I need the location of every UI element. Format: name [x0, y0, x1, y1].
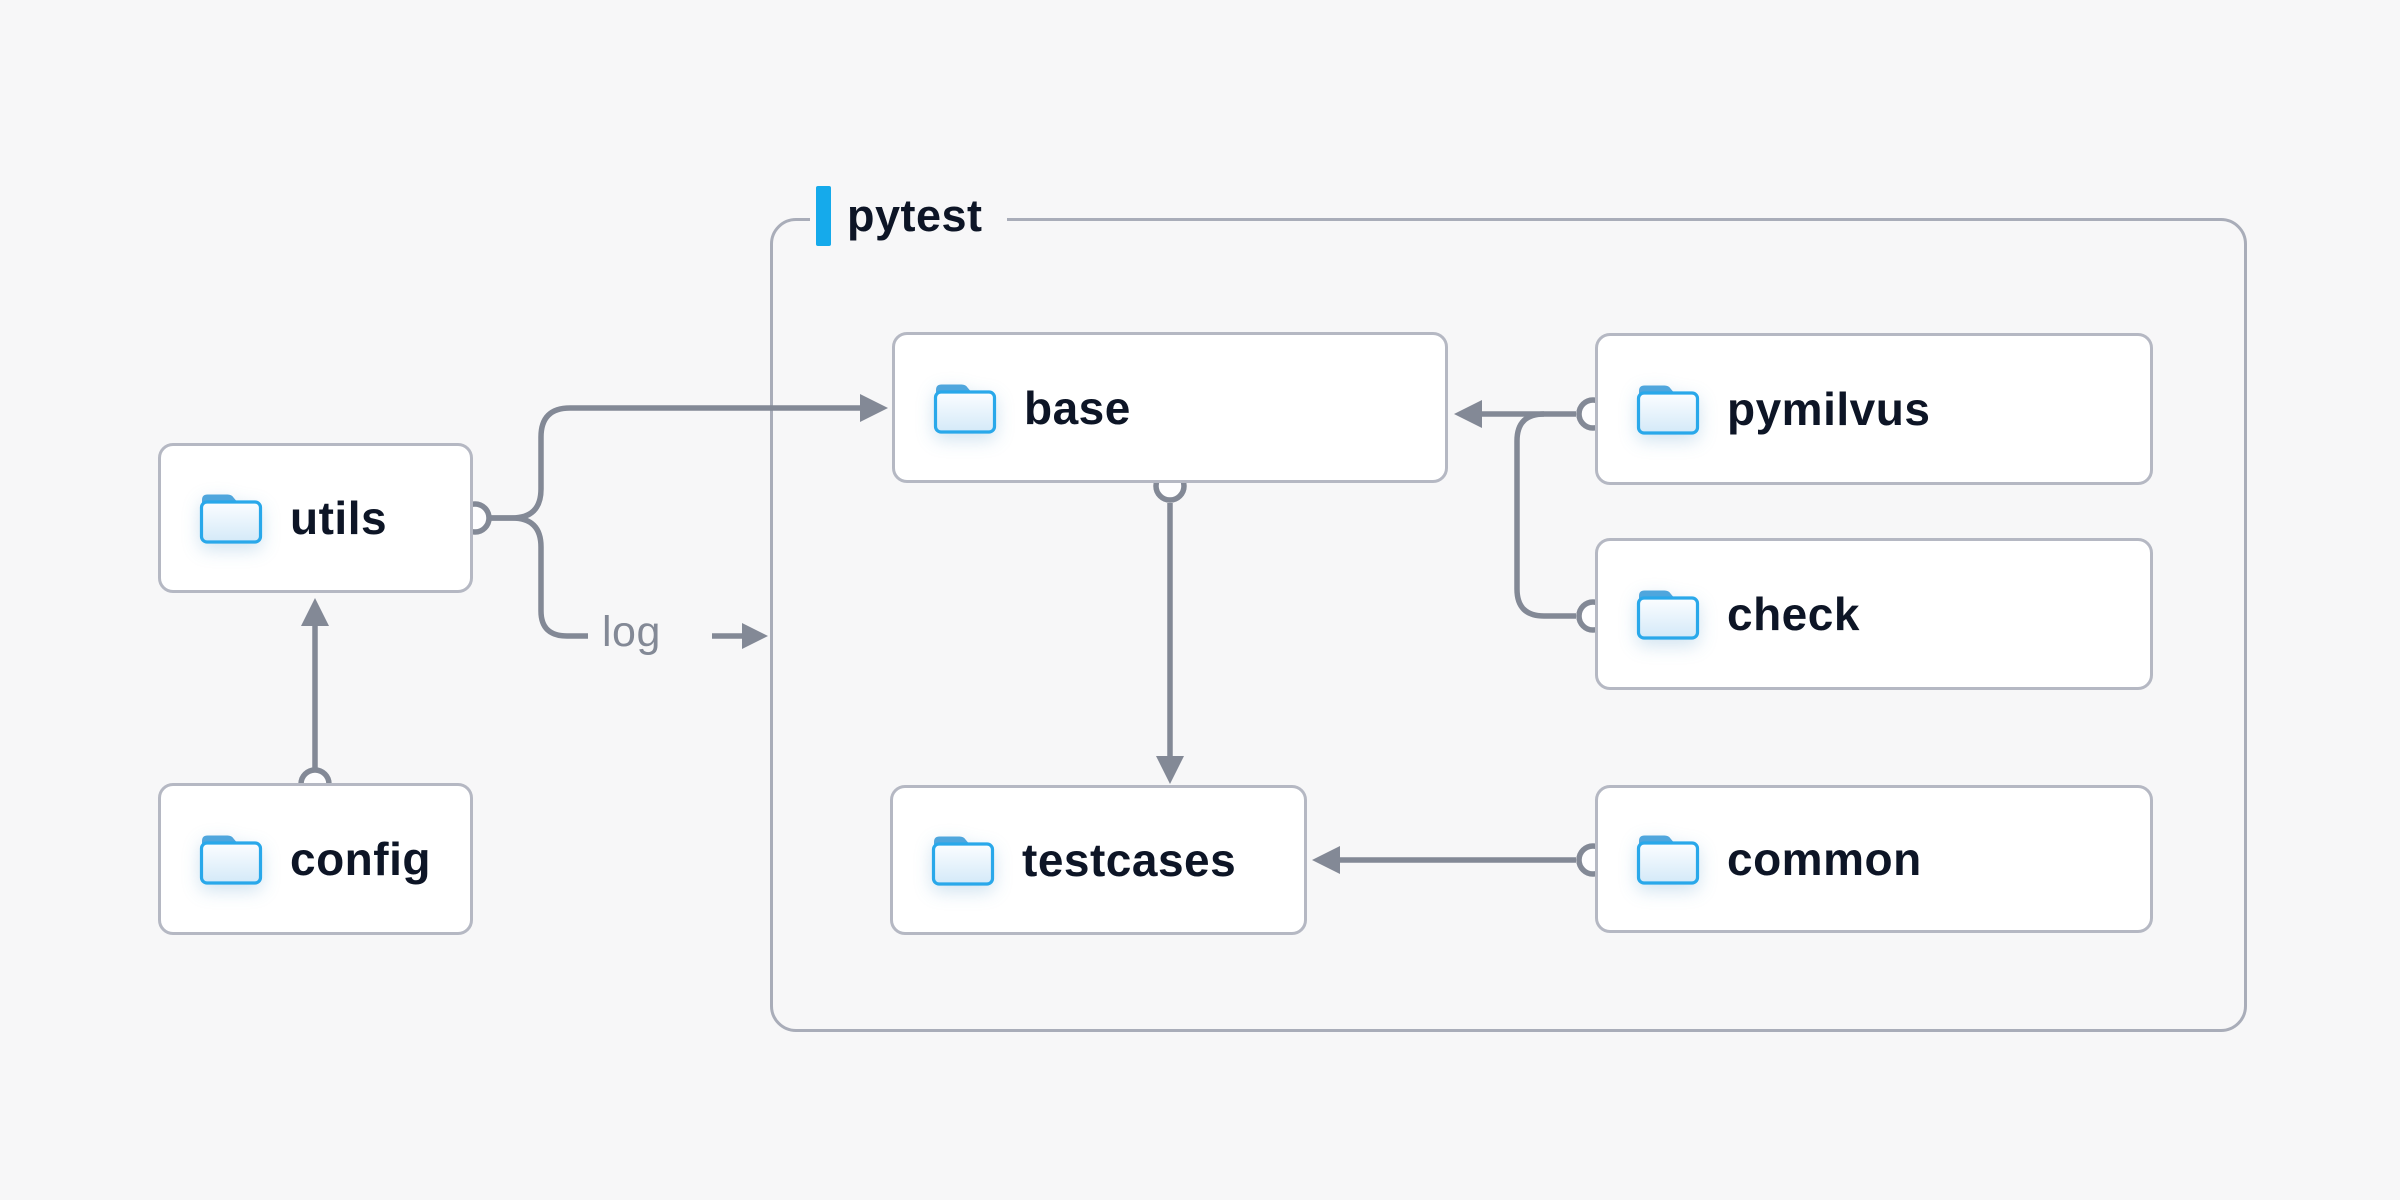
pytest-group-label: pytest: [810, 184, 1007, 248]
folder-icon: [933, 384, 997, 434]
group-label-text: pytest: [847, 190, 983, 241]
folder-icon: [931, 836, 995, 886]
folder-icon: [1636, 590, 1700, 640]
folder-icon: [199, 494, 263, 544]
node-check: check: [1595, 538, 2153, 690]
node-config: config: [158, 783, 473, 935]
node-label: testcases: [1022, 834, 1237, 886]
edge-label-log: log: [602, 608, 661, 656]
node-label: utils: [290, 492, 388, 544]
node-utils: utils: [158, 443, 473, 593]
accent-bar: [816, 186, 831, 246]
folder-icon: [199, 835, 263, 885]
edge-config-utils: [301, 598, 329, 768]
node-label: pymilvus: [1727, 383, 1931, 435]
node-label: check: [1727, 588, 1860, 640]
node-label: common: [1727, 833, 1922, 885]
node-pymilvus: pymilvus: [1595, 333, 2153, 485]
node-common: common: [1595, 785, 2153, 933]
node-label: config: [290, 833, 431, 885]
node-label: base: [1024, 381, 1131, 434]
folder-icon: [1636, 835, 1700, 885]
node-base: base: [892, 332, 1448, 483]
pytest-group-frame: [770, 218, 2247, 1032]
folder-icon: [1636, 385, 1700, 435]
node-testcases: testcases: [890, 785, 1307, 935]
